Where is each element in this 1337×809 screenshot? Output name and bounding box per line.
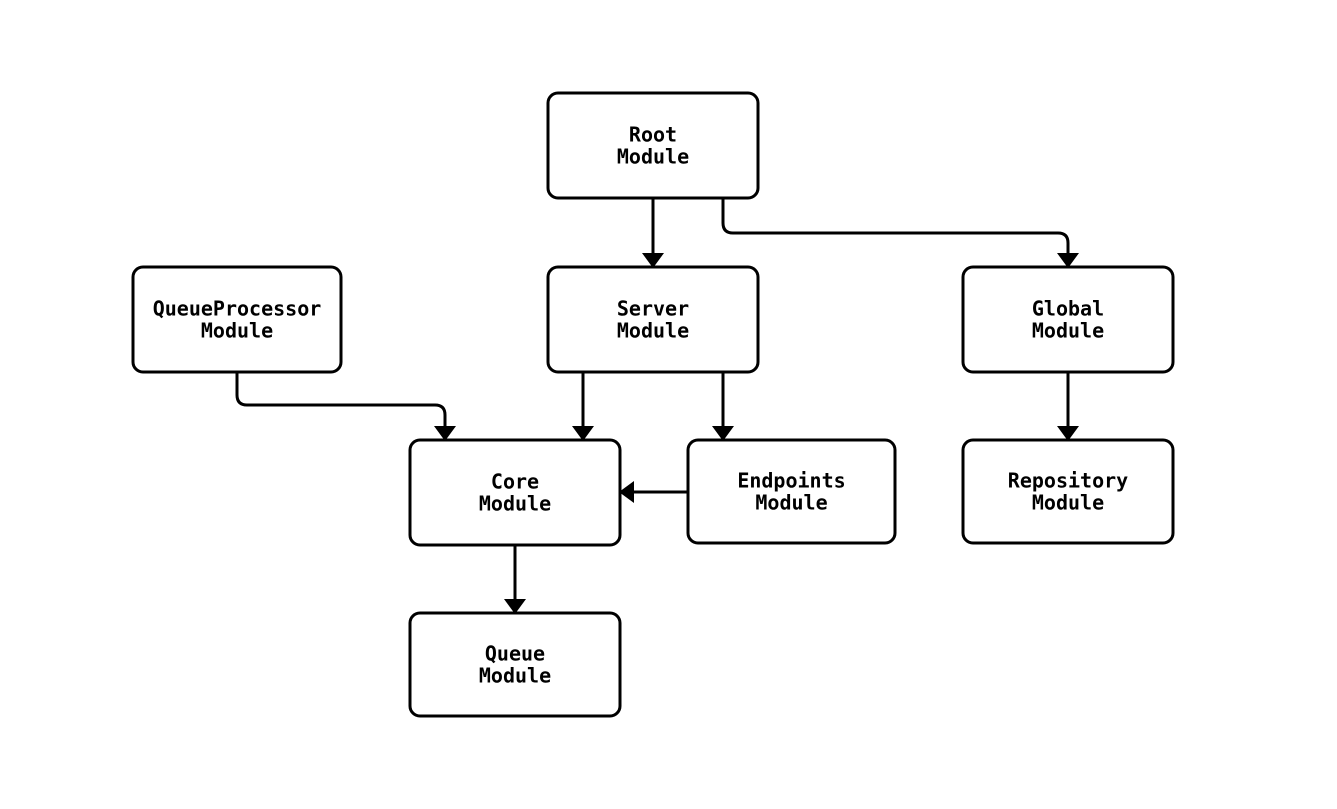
node-box-core-module (408, 438, 622, 547)
node-box-server-module (546, 265, 760, 374)
node-box-queue-module (408, 611, 622, 718)
node-box-global-module (961, 265, 1175, 374)
node-box-repository-module (961, 438, 1175, 545)
edges-layer (235, 198, 1079, 614)
edge-root-module-to-global-module (721, 198, 1079, 268)
node-box-root-module (546, 91, 760, 200)
edge-queueprocessor-module-to-core-module (235, 372, 456, 441)
node-box-endpoints-module (686, 438, 897, 545)
node-box-queueprocessor-module (131, 265, 343, 374)
